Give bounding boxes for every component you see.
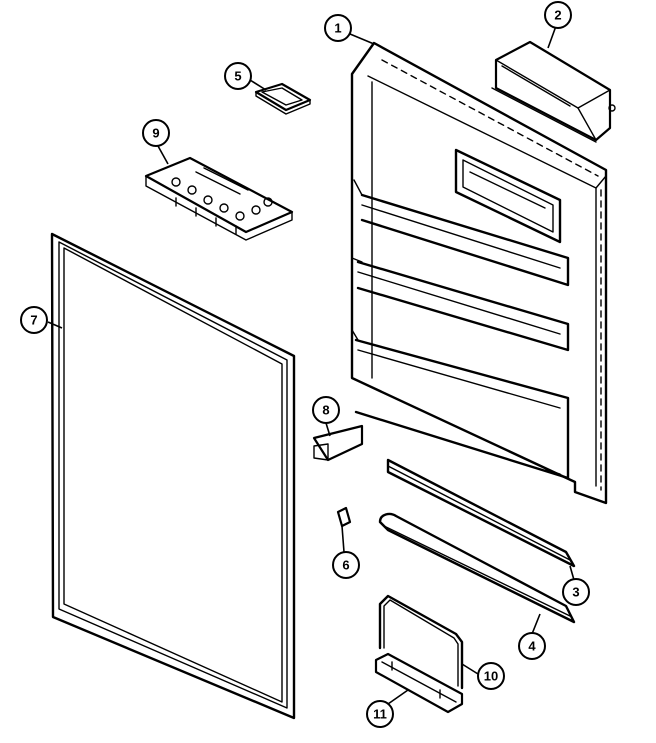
callout-label: 1 bbox=[334, 21, 341, 36]
callout-label: 5 bbox=[234, 69, 241, 84]
callout-6: 6 bbox=[332, 551, 360, 579]
leader-lines bbox=[47, 25, 575, 705]
callout-circle bbox=[224, 62, 252, 90]
callout-10: 10 bbox=[477, 662, 505, 690]
callout-label: 10 bbox=[484, 669, 498, 684]
retainer-base bbox=[374, 652, 464, 714]
shelf-rail-upper bbox=[386, 458, 576, 568]
callout-4: 4 bbox=[518, 632, 546, 660]
callout-circle bbox=[332, 551, 360, 579]
callout-circle bbox=[544, 1, 572, 29]
callout-label: 8 bbox=[322, 403, 329, 418]
callout-label: 11 bbox=[373, 707, 387, 722]
callout-circle bbox=[562, 578, 590, 606]
door-gasket bbox=[50, 232, 296, 720]
wire-retainer bbox=[378, 594, 464, 690]
door-liner bbox=[350, 41, 608, 505]
callout-label: 6 bbox=[342, 558, 349, 573]
callout-circle bbox=[142, 119, 170, 147]
callout-3: 3 bbox=[562, 578, 590, 606]
callout-5: 5 bbox=[224, 62, 252, 90]
callout-11: 11 bbox=[366, 700, 394, 728]
callout-circle bbox=[324, 14, 352, 42]
callout-label: 7 bbox=[30, 313, 37, 328]
callout-circle bbox=[312, 396, 340, 424]
callout-label: 2 bbox=[554, 8, 561, 23]
callout-label: 9 bbox=[152, 126, 159, 141]
shelf-rail-lower bbox=[378, 512, 576, 624]
callout-7: 7 bbox=[20, 306, 48, 334]
callout-label: 4 bbox=[528, 639, 536, 654]
callout-circle bbox=[20, 306, 48, 334]
callout-8: 8 bbox=[312, 396, 340, 424]
egg-tray bbox=[144, 156, 294, 241]
shelf-bracket bbox=[312, 424, 364, 462]
small-cover bbox=[254, 82, 312, 115]
retainer-clip bbox=[336, 506, 352, 528]
callout-9: 9 bbox=[142, 119, 170, 147]
callout-circle bbox=[366, 700, 394, 728]
callout-circle bbox=[477, 662, 505, 690]
callout-2: 2 bbox=[544, 1, 572, 29]
callout-label: 3 bbox=[572, 585, 579, 600]
butter-compartment-door bbox=[491, 40, 616, 143]
callout-1: 1 bbox=[324, 14, 352, 42]
callout-circle bbox=[518, 632, 546, 660]
